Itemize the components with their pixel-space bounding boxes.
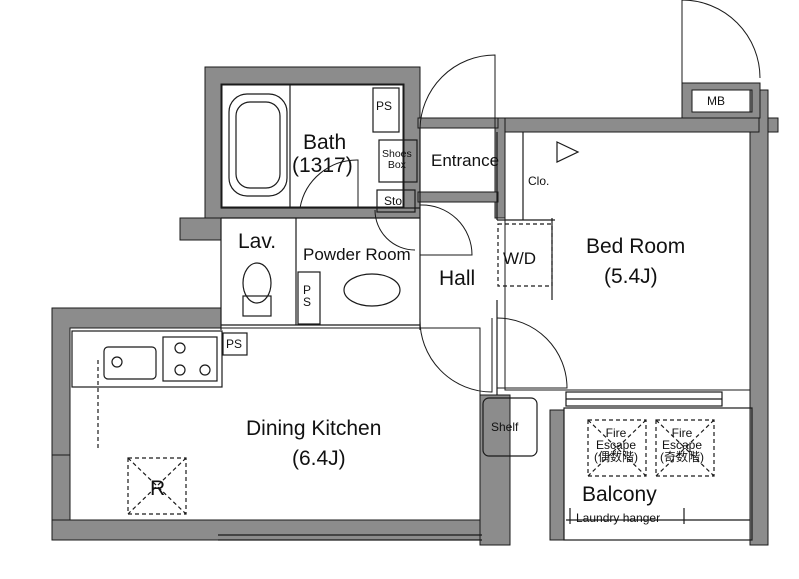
partitions — [71, 84, 753, 541]
bath-size-label: (1317) — [292, 154, 353, 177]
walls — [51, 66, 779, 546]
refrigerator-label: R — [150, 477, 166, 500]
shelf-label: Shelf — [491, 420, 519, 434]
washer-dryer-label: W/D — [503, 249, 537, 268]
laundry-hanger-label: Laundry hanger — [576, 511, 661, 525]
door-swings — [299, 0, 761, 393]
ps-kitchen-label: PS — [226, 337, 243, 351]
powder-room-label: Powder Room — [303, 245, 411, 264]
fire-escape-left-label: Fire Escape (偶数階) — [594, 426, 638, 464]
storage-label: Sto. — [384, 194, 406, 208]
lav-label: Lav. — [238, 230, 277, 253]
dining-kitchen-label: Dining Kitchen — [246, 417, 382, 440]
floors — [69, 84, 751, 521]
balcony-label: Balcony — [582, 483, 657, 506]
shoes-box-label: Shoes Box — [382, 148, 412, 171]
bed-room-size-label: (5.4J) — [604, 265, 658, 288]
fire-escape-right-label: Fire Escape (奇数階) — [660, 426, 704, 464]
hall-label: Hall — [439, 267, 476, 290]
ps-bath-label: PS — [376, 99, 393, 113]
bed-room-label: Bed Room — [586, 235, 686, 258]
closet-label: Clo. — [528, 174, 550, 188]
bath-label: Bath — [303, 131, 347, 154]
mb-label: MB — [707, 94, 725, 108]
entrance-label: Entrance — [431, 151, 500, 170]
dining-kitchen-size-label: (6.4J) — [292, 447, 346, 470]
